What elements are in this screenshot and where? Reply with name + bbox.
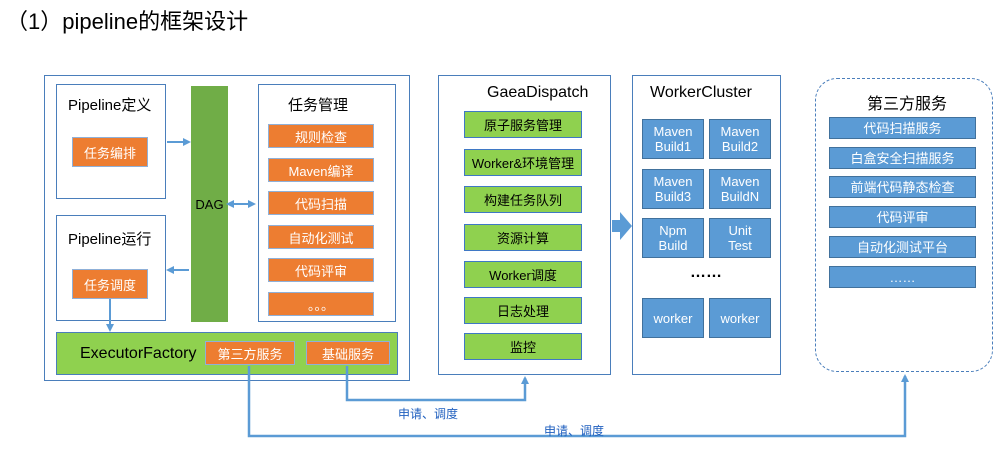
worker-npm-build-line1: Npm bbox=[659, 223, 687, 238]
task-maven-compile: Maven编译 bbox=[268, 158, 374, 182]
task-orchestration-box: 任务编排 bbox=[72, 137, 148, 167]
task-code-scan: 代码扫描 bbox=[268, 191, 374, 215]
worker-generic-2: worker bbox=[709, 298, 771, 338]
gaea-monitoring: 监控 bbox=[464, 333, 582, 360]
task-rule-check: 规则检查 bbox=[268, 124, 374, 148]
arrow-base-service-to-gaea bbox=[345, 366, 529, 402]
worker-maven-buildn-line2: BuildN bbox=[720, 189, 760, 204]
page-title: （1）pipeline的框架设计 bbox=[6, 9, 249, 34]
worker-maven-build3-line1: Maven bbox=[653, 174, 693, 189]
gaea-atomic-service-mgmt: 原子服务管理 bbox=[464, 111, 582, 138]
pipeline-run-label: Pipeline运行 bbox=[68, 231, 152, 248]
task-management-label: 任务管理 bbox=[288, 97, 349, 114]
third-party-services-label: 第三方服务 bbox=[867, 96, 948, 113]
worker-maven-buildn-line1: Maven bbox=[720, 174, 760, 189]
third-party-services-panel bbox=[815, 78, 993, 372]
third-party-code-scan: 代码扫描服务 bbox=[829, 117, 976, 139]
third-party-auto-test-platform: 自动化测试平台 bbox=[829, 236, 976, 258]
task-auto-test: 自动化测试 bbox=[268, 225, 374, 249]
worker-maven-build1-line1: Maven bbox=[653, 124, 693, 139]
worker-unit-test-line2: Test bbox=[728, 238, 752, 253]
worker-cluster-label: WorkerCluster bbox=[650, 84, 752, 101]
arrow-gaea-to-workercluster bbox=[612, 212, 632, 240]
arrow-third-party-to-panel bbox=[247, 366, 909, 438]
gaea-dispatch-label: GaeaDispatch bbox=[487, 84, 589, 101]
executor-third-party-service: 第三方服务 bbox=[205, 341, 295, 365]
third-party-frontend-static-check: 前端代码静态检查 bbox=[829, 176, 976, 198]
link-label-apply-schedule-1: 申请、调度 bbox=[398, 407, 459, 421]
worker-npm-build: Npm Build bbox=[642, 218, 704, 258]
gaea-resource-calc: 资源计算 bbox=[464, 224, 582, 251]
executor-factory-label: ExecutorFactory bbox=[80, 345, 197, 362]
task-scheduling-box: 任务调度 bbox=[72, 269, 148, 299]
worker-maven-build3: Maven Build3 bbox=[642, 169, 704, 209]
worker-unit-test-line1: Unit bbox=[728, 223, 752, 238]
worker-maven-build3-line2: Build3 bbox=[654, 189, 692, 204]
worker-maven-build1-line2: Build1 bbox=[654, 139, 692, 154]
gaea-build-task-queue: 构建任务队列 bbox=[464, 186, 582, 213]
worker-maven-build2-line1: Maven bbox=[720, 124, 760, 139]
gaea-worker-env-mgmt: Worker&环境管理 bbox=[464, 149, 582, 176]
worker-npm-build-line2: Build bbox=[658, 238, 688, 253]
link-label-apply-schedule-2: 申请、调度 bbox=[544, 424, 605, 438]
worker-maven-build2: Maven Build2 bbox=[709, 119, 771, 159]
gaea-log-processing: 日志处理 bbox=[464, 297, 582, 324]
worker-generic-1: worker bbox=[642, 298, 704, 338]
worker-ellipsis: …… bbox=[690, 264, 722, 281]
worker-maven-build2-line2: Build2 bbox=[721, 139, 759, 154]
third-party-code-review: 代码评审 bbox=[829, 206, 976, 228]
dag-bar: DAG bbox=[191, 86, 228, 322]
gaea-worker-scheduling: Worker调度 bbox=[464, 261, 582, 288]
worker-unit-test: Unit Test bbox=[709, 218, 771, 258]
pipeline-definition-label: Pipeline定义 bbox=[68, 97, 152, 114]
third-party-whitebox-security: 白盒安全扫描服务 bbox=[829, 147, 976, 169]
task-code-review: 代码评审 bbox=[268, 258, 374, 282]
task-more: 。。。 bbox=[268, 292, 374, 316]
third-party-more: …… bbox=[829, 266, 976, 288]
worker-maven-build1: Maven Build1 bbox=[642, 119, 704, 159]
worker-maven-buildn: Maven BuildN bbox=[709, 169, 771, 209]
executor-base-service: 基础服务 bbox=[306, 341, 390, 365]
